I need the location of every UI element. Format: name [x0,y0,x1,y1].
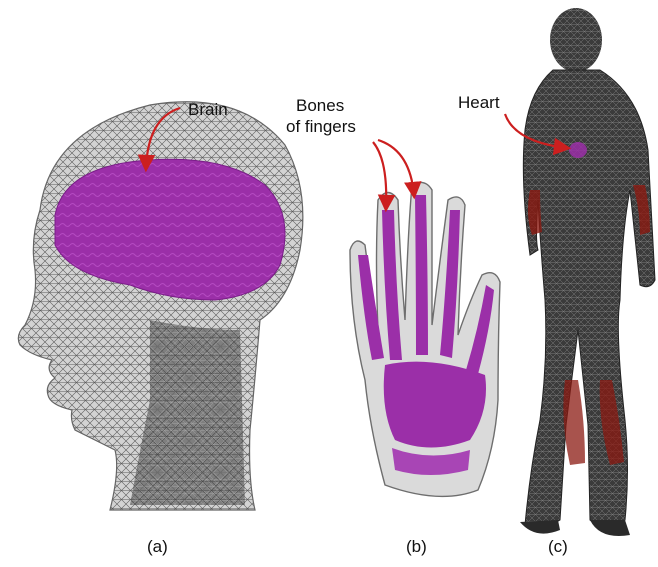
body-torso [523,70,655,527]
left-arm-muscle [528,190,542,235]
hand-model [350,182,500,496]
body-feet [520,520,630,536]
bones-label-line1: Bones [296,96,344,116]
body-model [520,8,655,536]
caption-b: (b) [406,537,427,557]
caption-a: (a) [147,537,168,557]
brain-label: Brain [188,100,228,120]
palm-bones [384,362,486,448]
middle-bone [415,195,428,355]
head-model [18,102,303,510]
heart-label: Heart [458,93,500,113]
left-leg-muscle [563,380,585,465]
body-head [550,8,602,72]
caption-c: (c) [548,537,568,557]
heart-shape [569,142,587,158]
bones-label-line2: of fingers [286,117,356,137]
